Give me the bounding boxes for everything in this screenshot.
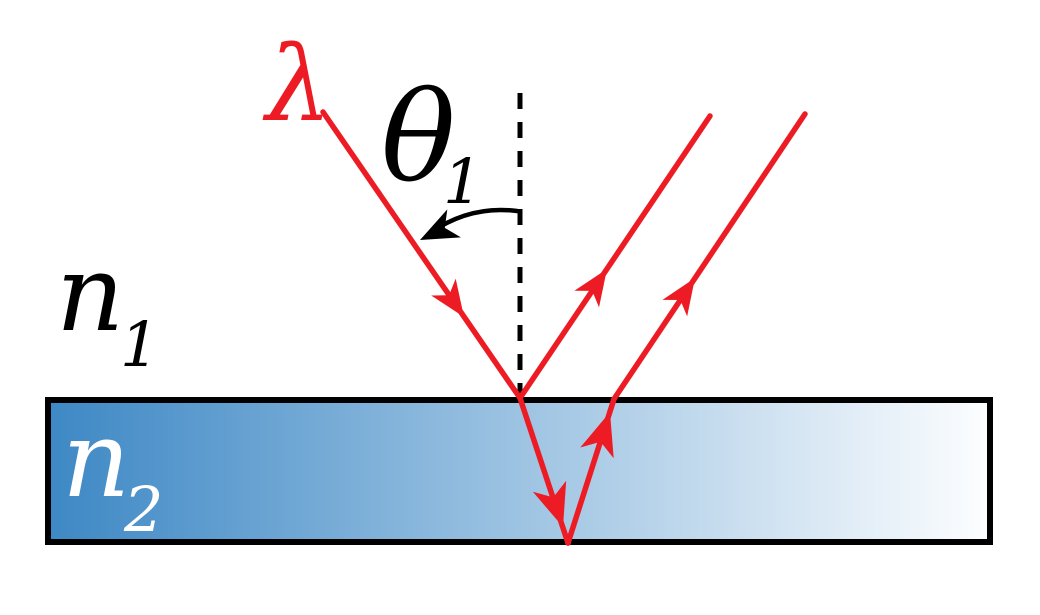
n1-subscript: 1 (120, 308, 159, 381)
transmitted-ray-arrowhead (662, 269, 708, 317)
reflected-ray-arrowhead (574, 260, 620, 308)
reflected-ray (517, 113, 713, 401)
lambda-label: λ (262, 23, 332, 145)
film-layer (45, 397, 993, 545)
n2-label: n (62, 398, 130, 521)
transmitted-ray (611, 111, 808, 402)
n2-subscript: 2 (123, 473, 163, 546)
n1-label: n (56, 232, 124, 355)
theta-subscript: 1 (443, 145, 482, 218)
incident-ray-arrowhead (431, 278, 477, 326)
theta-label: θ (381, 66, 456, 210)
incident-ray (320, 109, 523, 401)
